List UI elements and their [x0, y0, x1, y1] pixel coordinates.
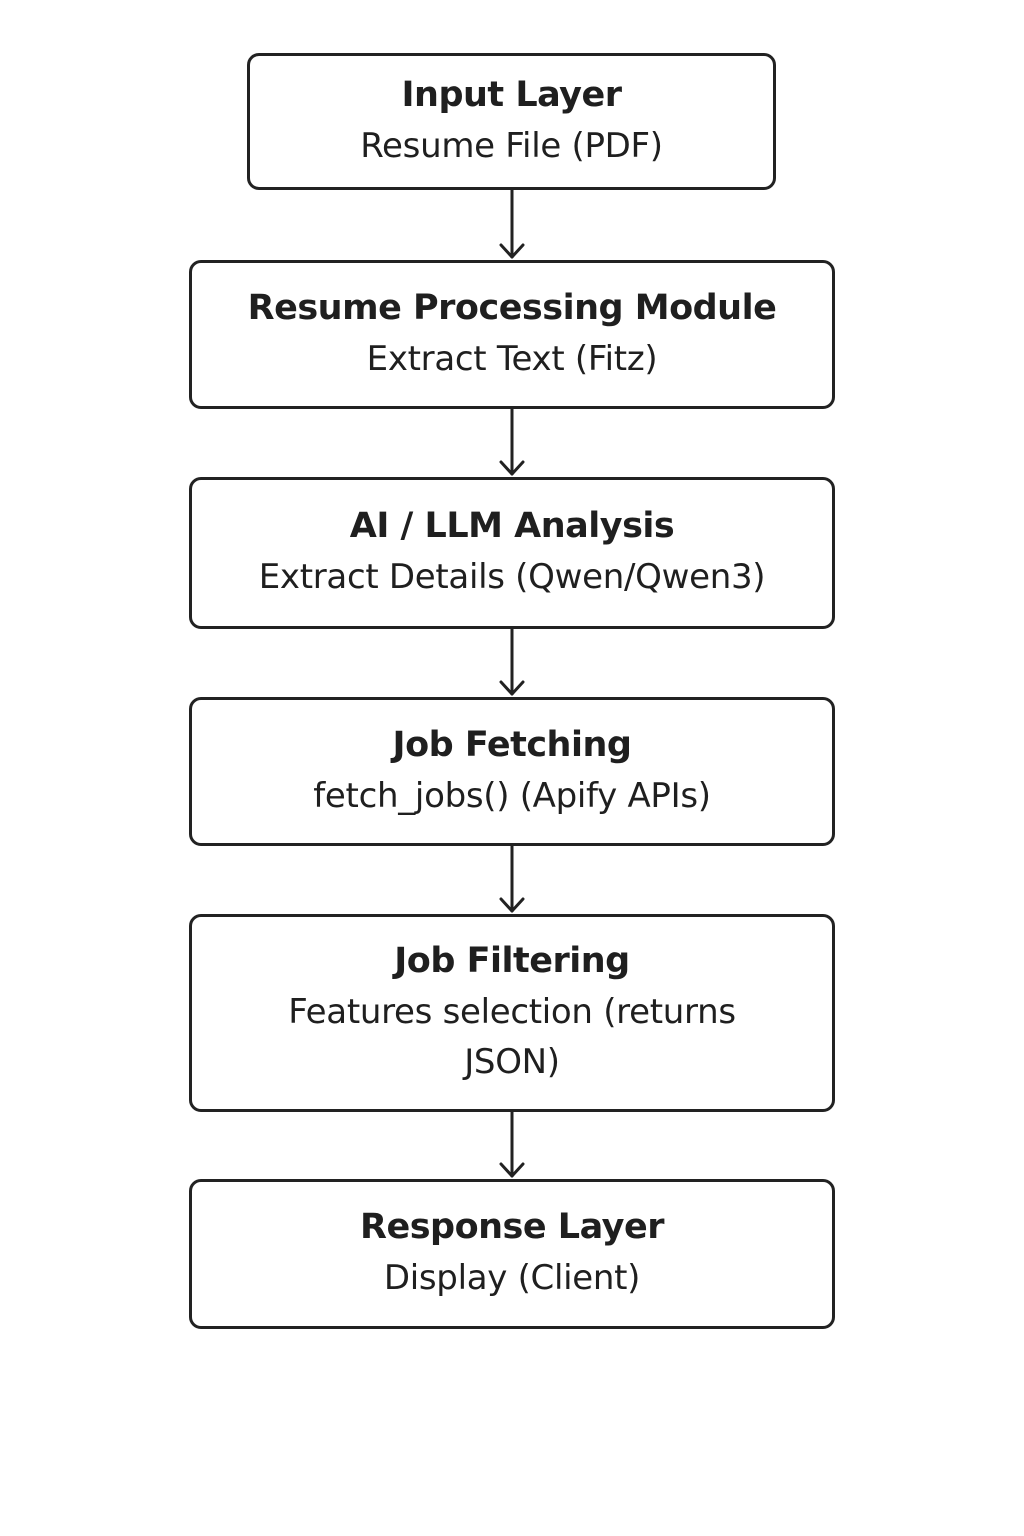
node-subtitle: Resume File (PDF): [360, 125, 663, 166]
node-job-fetching: Job Fetching fetch_jobs() (Apify APIs): [189, 697, 835, 846]
node-job-filtering: Job Filtering Features selection (return…: [189, 914, 835, 1112]
arrow-processing-to-analysis: [499, 407, 525, 476]
node-subtitle: Features selection (returns JSON): [288, 992, 736, 1082]
arrow-input-to-processing: [499, 188, 525, 259]
arrow-filtering-to-response: [499, 1110, 525, 1178]
node-title: Input Layer: [401, 74, 622, 115]
node-subtitle: Display (Client): [383, 1258, 641, 1298]
node-subtitle: Extract Text (Fitz): [366, 338, 658, 379]
node-title: Job Fetching: [392, 724, 632, 765]
node-subtitle: Extract Details (Qwen/Qwen3): [258, 557, 766, 597]
node-title: AI / LLM Analysis: [349, 506, 675, 546]
node-subtitle: fetch_jobs() (Apify APIs): [313, 775, 711, 816]
arrow-fetching-to-filtering: [499, 844, 525, 913]
arrow-analysis-to-fetching: [499, 627, 525, 696]
node-ai-llm-analysis: AI / LLM Analysis Extract Details (Qwen/…: [189, 477, 835, 629]
node-resume-processing-module: Resume Processing Module Extract Text (F…: [189, 260, 835, 409]
node-response-layer: Response Layer Display (Client): [189, 1179, 835, 1329]
node-title: Job Filtering: [394, 941, 630, 981]
node-input-layer: Input Layer Resume File (PDF): [247, 53, 776, 190]
node-title: Resume Processing Module: [247, 287, 777, 328]
node-title: Response Layer: [360, 1207, 664, 1247]
